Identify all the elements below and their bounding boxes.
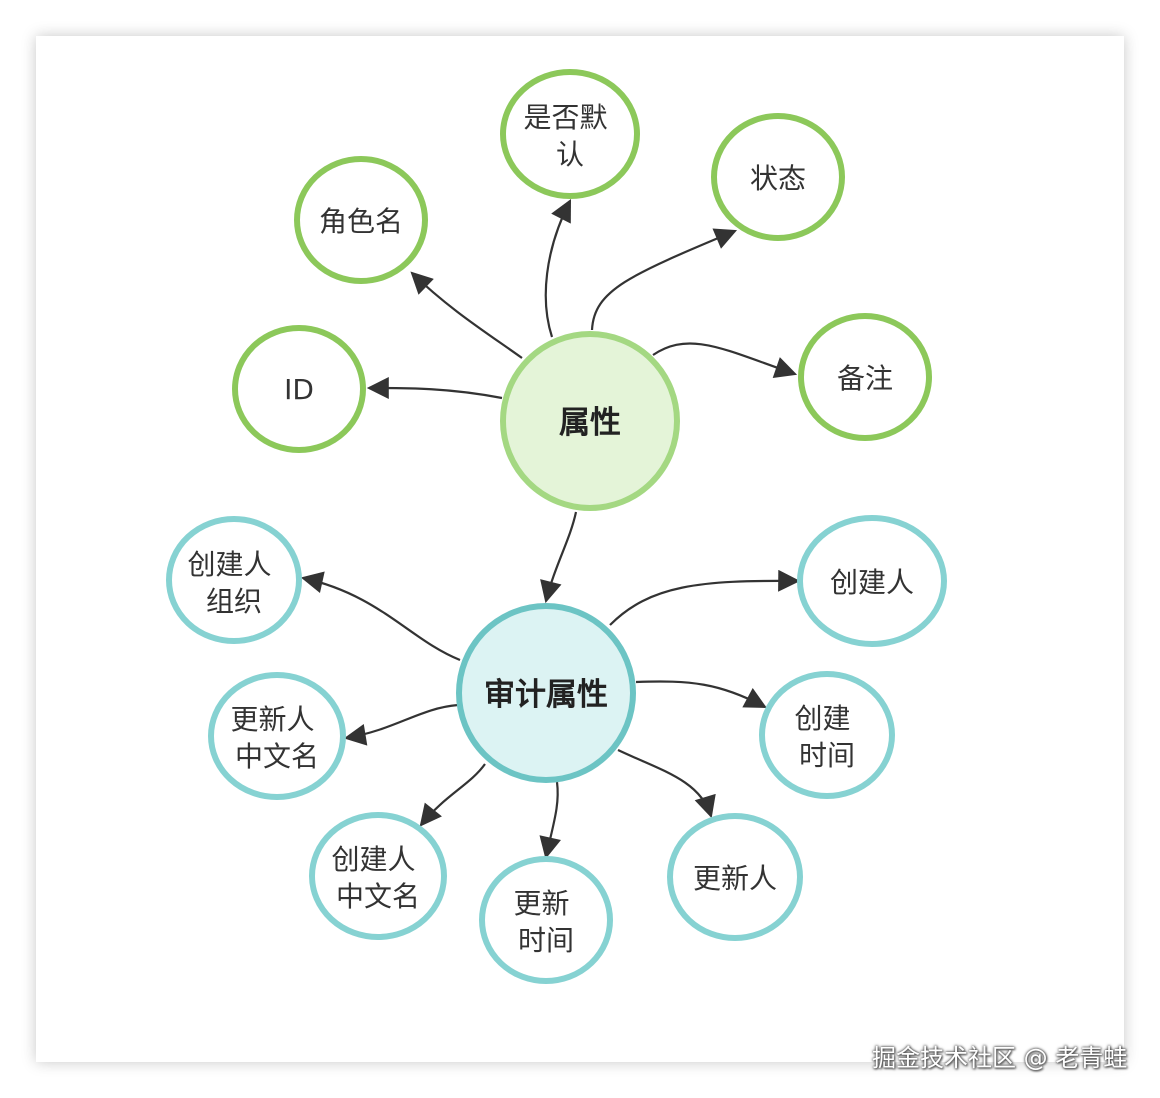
edge-audit-to-creator bbox=[609, 569, 801, 626]
center-attributes-node: 属性 bbox=[500, 331, 680, 511]
center-attributes-label: 属性 bbox=[559, 405, 621, 441]
audit-node-creator: 创建人 bbox=[797, 515, 947, 647]
center-audit-node: 审计属性 bbox=[456, 603, 636, 783]
edge-audit-to-creator-cn-name bbox=[419, 763, 486, 827]
attr-node-status: 状态 bbox=[711, 113, 845, 241]
attr-node-role-name-label: 角色名 bbox=[319, 205, 403, 238]
audit-node-create-time: 创建 时间 bbox=[759, 671, 895, 799]
audit-node-update-time-label: 更新 时间 bbox=[514, 887, 579, 957]
edge-audit-to-updater-cn-name bbox=[343, 703, 459, 746]
attr-node-is-default: 是否默 认 bbox=[500, 69, 640, 199]
audit-node-create-time-label: 创建 时间 bbox=[795, 702, 860, 772]
attr-node-is-default-label: 是否默 认 bbox=[524, 101, 617, 171]
audit-node-creator-cn-name: 创建人 中文名 bbox=[309, 812, 447, 940]
attr-node-status-label: 状态 bbox=[750, 162, 806, 195]
edge-attr-to-audit bbox=[540, 511, 578, 604]
audit-node-creator-org-label: 创建人 组织 bbox=[188, 548, 281, 618]
attr-node-id-label: ID bbox=[284, 373, 314, 406]
edge-attr-to-id bbox=[366, 377, 503, 400]
edge-attr-to-is-default bbox=[544, 199, 571, 338]
watermark: 掘金技术社区 @ 老青蛙 bbox=[872, 1044, 1128, 1072]
attr-node-role-name: 角色名 bbox=[294, 156, 428, 284]
audit-node-updater-cn-name: 更新人 中文名 bbox=[208, 672, 346, 800]
edge-audit-to-create-time bbox=[635, 680, 767, 709]
attr-node-remark: 备注 bbox=[798, 313, 932, 441]
audit-node-updater: 更新人 bbox=[667, 813, 803, 941]
edge-attr-to-status bbox=[590, 228, 738, 331]
audit-node-update-time: 更新 时间 bbox=[479, 856, 613, 984]
audit-node-creator-label: 创建人 bbox=[830, 566, 914, 599]
audit-node-updater-label: 更新人 bbox=[693, 862, 777, 895]
audit-node-updater-cn-name-label: 更新人 中文名 bbox=[231, 703, 324, 773]
audit-node-creator-org: 创建人 组织 bbox=[166, 516, 302, 644]
attr-node-remark-label: 备注 bbox=[837, 362, 893, 395]
edge-audit-to-update-time bbox=[539, 781, 561, 860]
edges bbox=[300, 199, 801, 860]
center-audit-label: 审计属性 bbox=[484, 677, 608, 713]
edge-attr-to-remark bbox=[652, 342, 798, 378]
audit-node-creator-cn-name-label: 创建人 中文名 bbox=[332, 843, 425, 913]
edge-attr-to-role-name bbox=[410, 271, 523, 359]
attr-node-id: ID bbox=[232, 325, 366, 453]
edge-audit-to-updater bbox=[617, 749, 716, 819]
edge-audit-to-creator-org bbox=[300, 571, 461, 662]
